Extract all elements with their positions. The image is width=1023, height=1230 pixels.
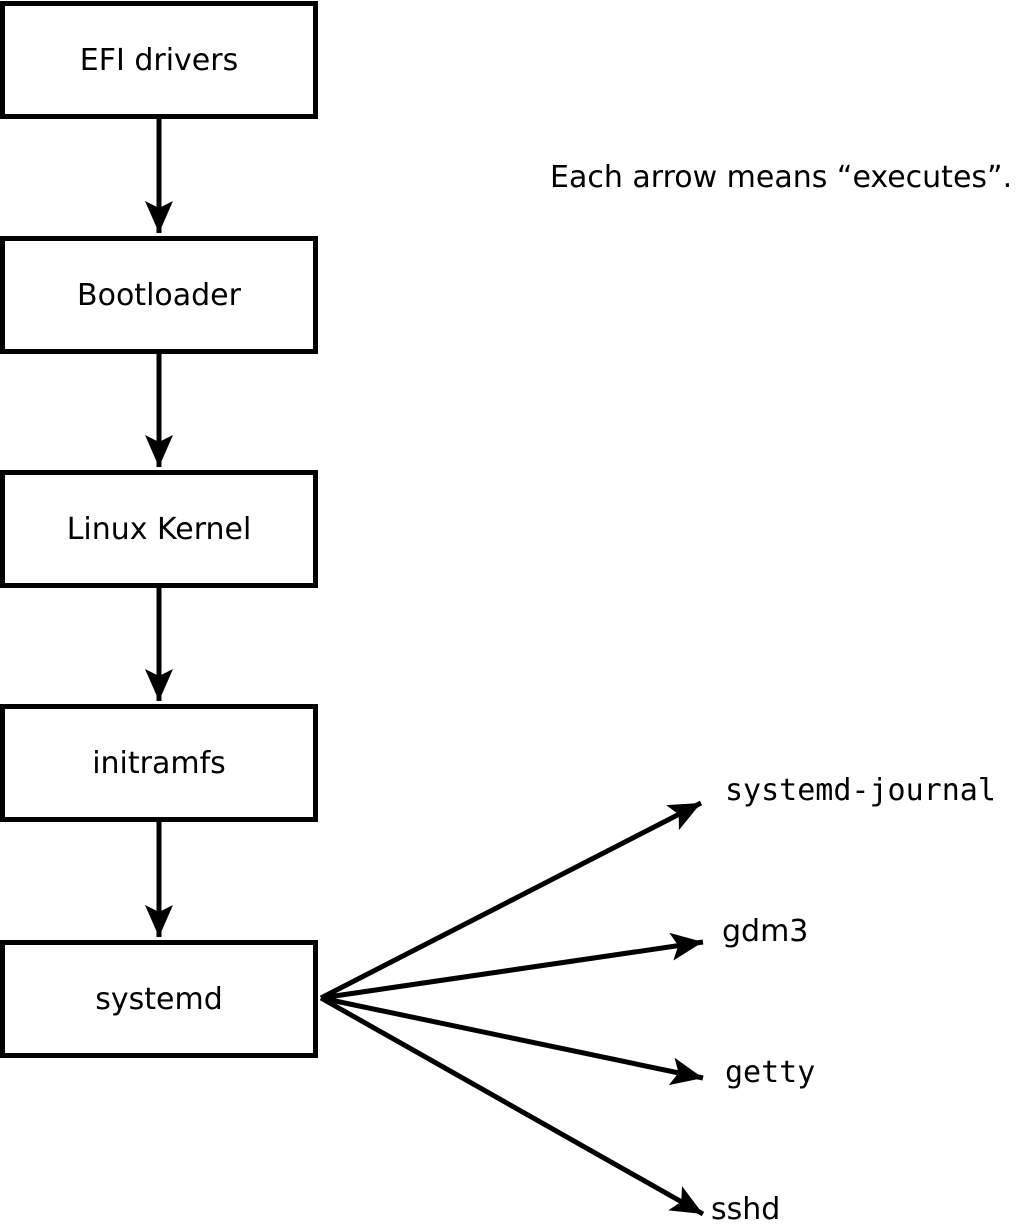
arrow-systemd-to-gdm3 (320, 932, 704, 1001)
node-efi-drivers: EFI drivers (0, 1, 318, 119)
caption-arrow-meaning: Each arrow means “executes”. (550, 160, 1013, 195)
node-systemd-label: systemd (95, 981, 223, 1017)
label-systemd-journal: systemd-journal (725, 773, 996, 808)
node-systemd: systemd (0, 940, 318, 1058)
node-bootloader: Bootloader (0, 236, 318, 354)
node-efi-drivers-label: EFI drivers (79, 42, 239, 78)
node-initramfs: initramfs (0, 704, 318, 822)
label-gdm3: gdm3 (722, 914, 809, 949)
arrow-systemd-to-getty (320, 995, 704, 1086)
label-getty: getty (725, 1055, 816, 1090)
node-bootloader-label: Bootloader (77, 277, 241, 313)
node-linux-kernel-label: Linux Kernel (66, 511, 252, 547)
node-initramfs-label: initramfs (92, 745, 226, 781)
arrow-systemd-to-systemd-journal (319, 800, 703, 1001)
arrow-systemd-to-sshd (319, 995, 705, 1217)
node-linux-kernel: Linux Kernel (0, 470, 318, 588)
label-sshd: sshd (711, 1192, 781, 1227)
